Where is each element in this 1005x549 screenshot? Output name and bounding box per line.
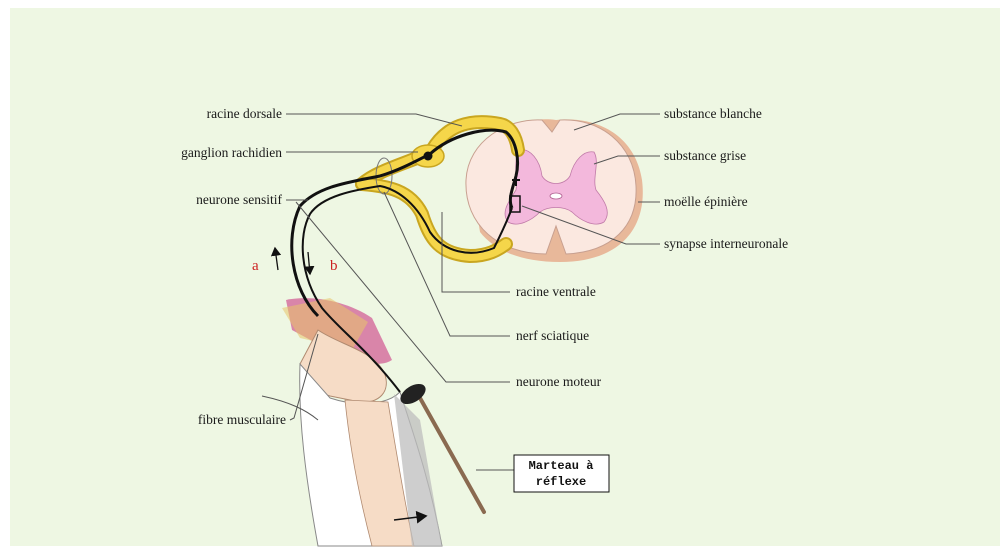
label-substance-grise: substance grise	[664, 148, 746, 163]
central-canal	[550, 193, 562, 199]
label-neurone-moteur: neurone moteur	[516, 374, 602, 389]
label-racine-dorsale: racine dorsale	[207, 106, 282, 121]
arrow-a-label: a	[252, 258, 259, 274]
hammer-label-line1: Marteau à	[529, 459, 594, 473]
label-substance-blanche: substance blanche	[664, 106, 762, 121]
background-panel	[10, 8, 1000, 546]
label-ganglion-rachidien: ganglion rachidien	[181, 145, 282, 160]
hammer-label-line2: réflexe	[536, 475, 586, 489]
label-racine-ventrale: racine ventrale	[516, 284, 596, 299]
label-nerf-sciatique: nerf sciatique	[516, 328, 589, 343]
label-synapse-interneuronale: synapse interneuronale	[664, 236, 788, 251]
label-neurone-sensitif: neurone sensitif	[196, 192, 282, 207]
arrow-b-label: b	[330, 258, 338, 274]
label-fibre-musculaire: fibre musculaire	[198, 412, 286, 427]
label-moelle-epiniere: moëlle épinière	[664, 194, 748, 209]
